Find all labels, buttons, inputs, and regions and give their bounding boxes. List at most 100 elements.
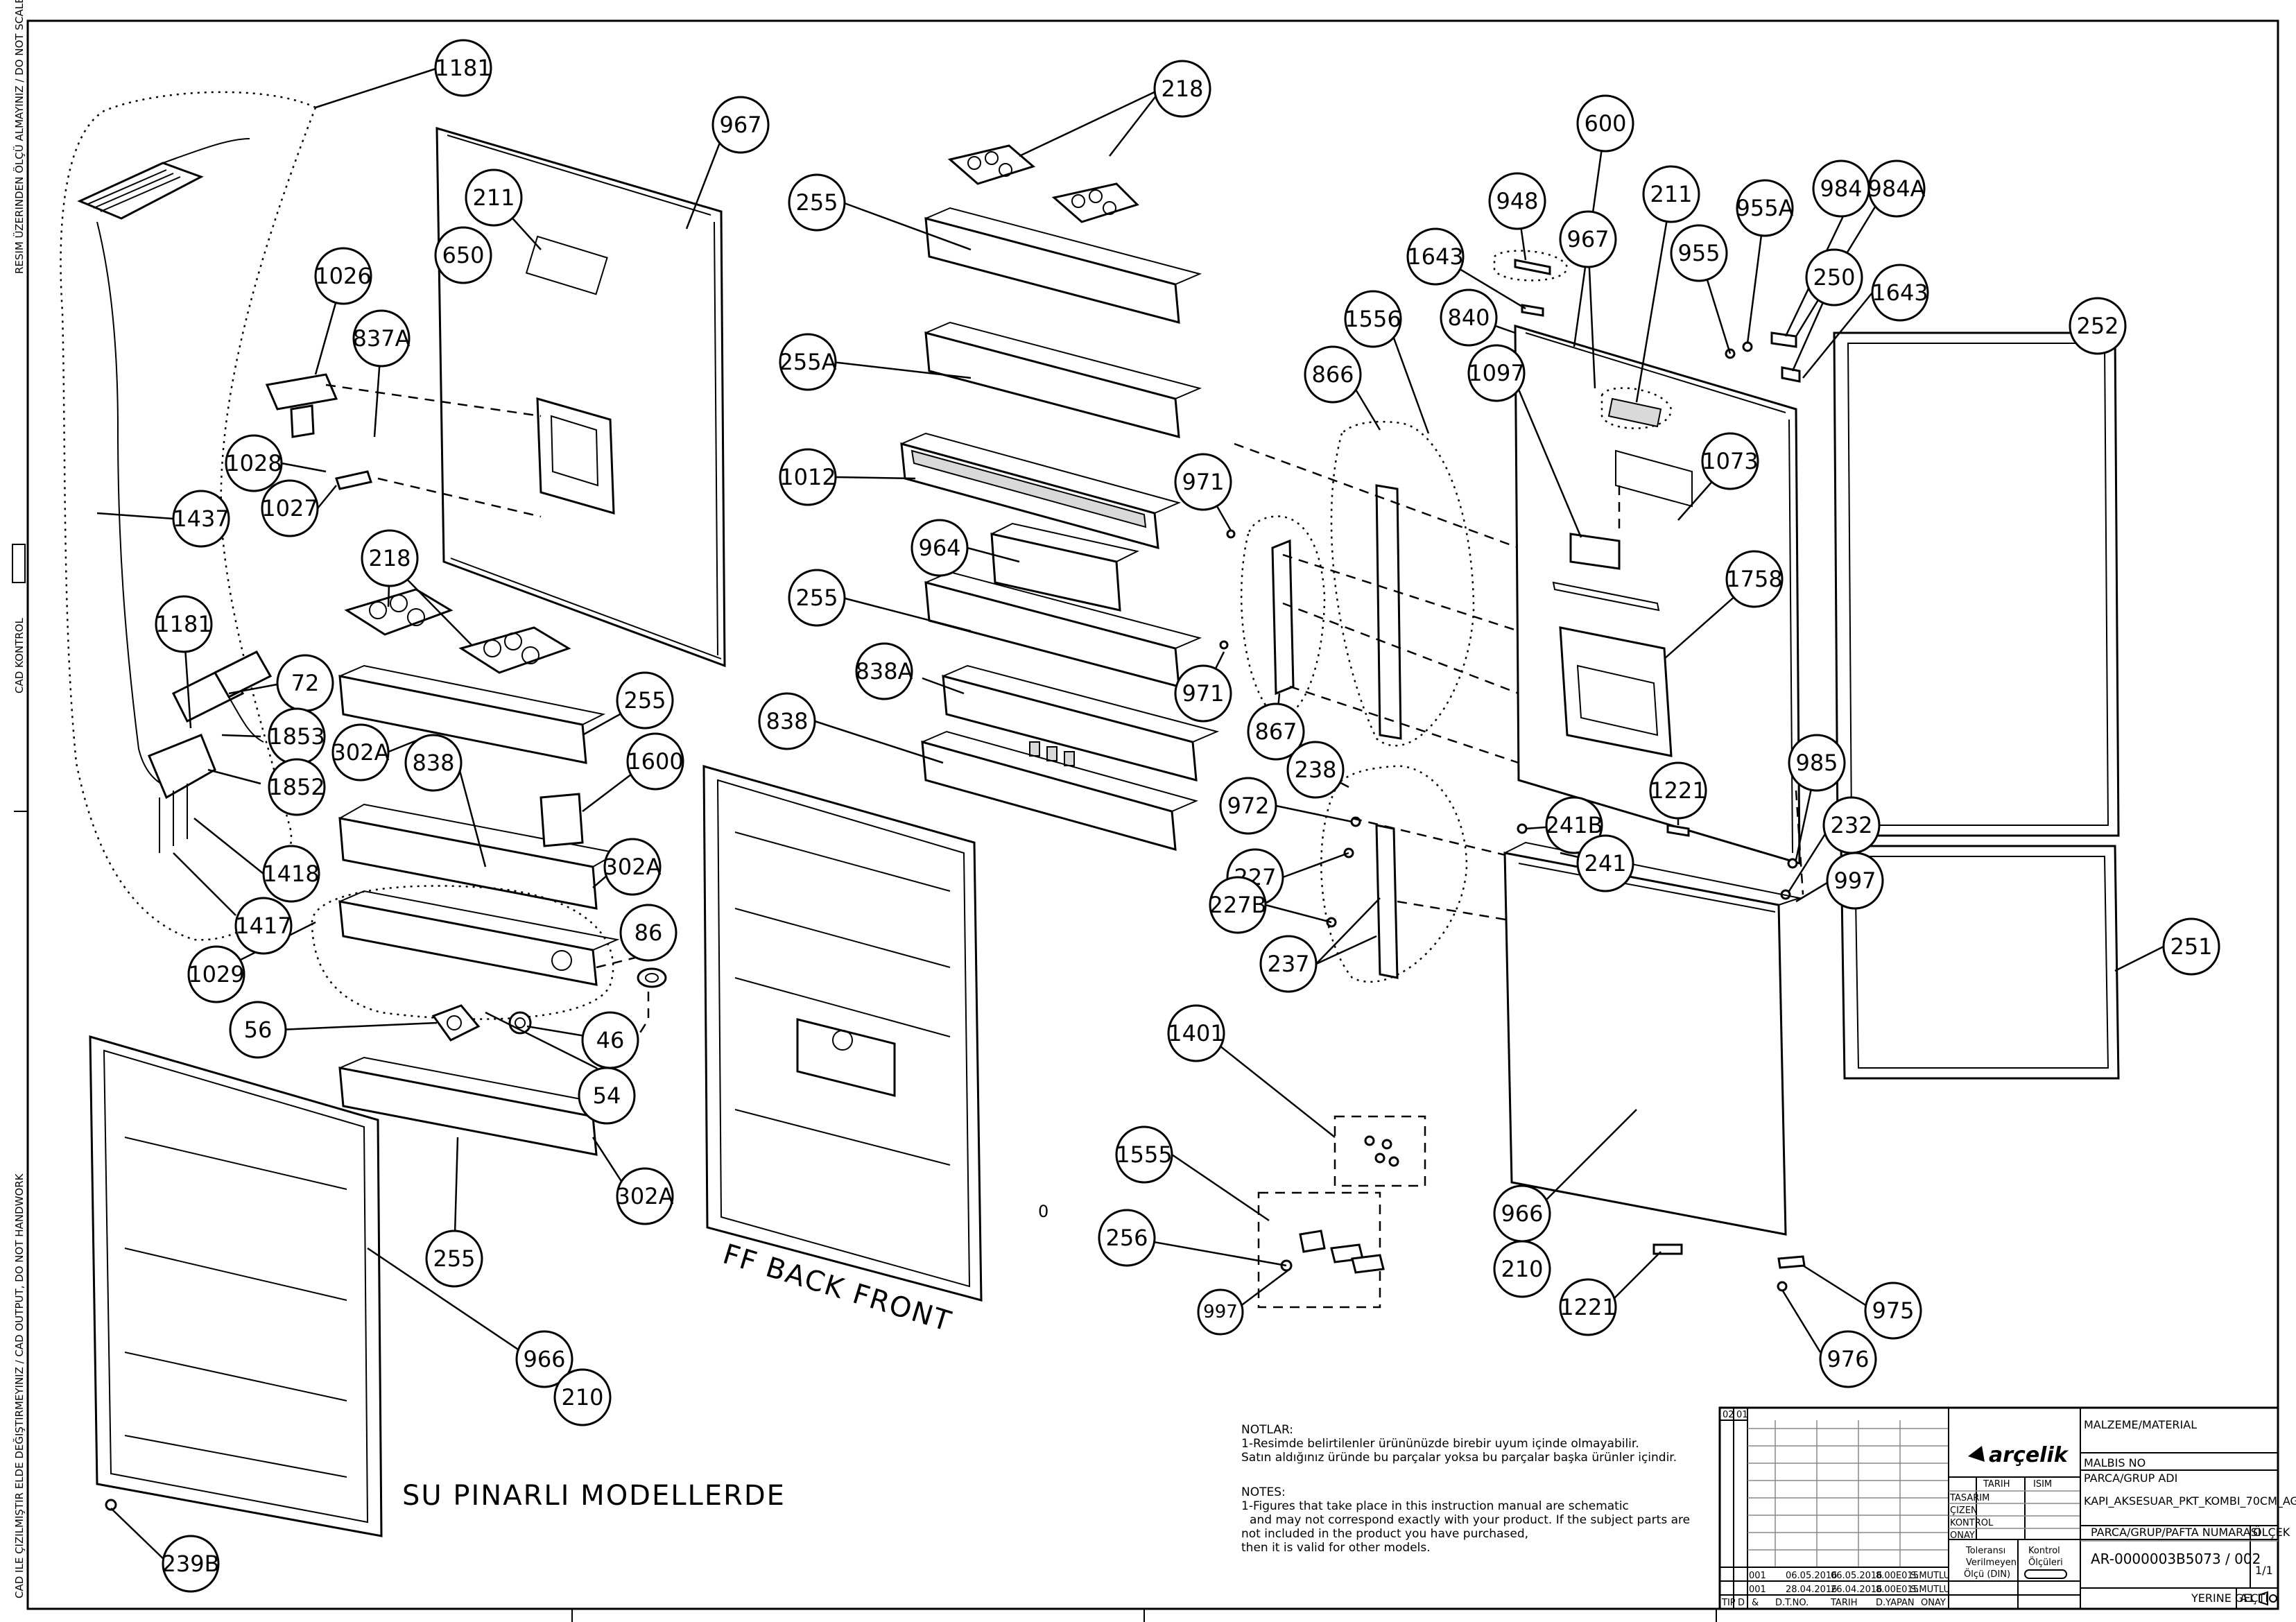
part-1221-handle-clip-lower xyxy=(1652,1243,1683,1255)
callout-1028: 1028 xyxy=(225,434,283,492)
callout-997-bottom: 997 xyxy=(1197,1288,1244,1336)
callout-971-lower: 971 xyxy=(1174,664,1232,723)
svg-text:PARCA/GRUP/PAFTA NUMARASI: PARCA/GRUP/PAFTA NUMARASI xyxy=(2091,1526,2261,1539)
svg-text:TASARIM: TASARIM xyxy=(1949,1493,1989,1503)
hinge-group-238-outline xyxy=(1320,765,1468,983)
assembly-dash-1026 xyxy=(325,383,542,518)
svg-text:001: 001 xyxy=(1749,1571,1766,1581)
svg-text:302A: 302A xyxy=(332,739,390,766)
svg-text:1417: 1417 xyxy=(235,913,291,939)
svg-text:and may not correspond exactly: and may not correspond exactly with your… xyxy=(1250,1513,1690,1527)
part-239B-screw xyxy=(105,1499,117,1511)
part-302A-door-shelf-bottom-left xyxy=(338,1056,620,1156)
svg-text:1401: 1401 xyxy=(1168,1020,1224,1046)
part-1758-dispenser-unit xyxy=(1559,626,1673,757)
callout-241B: 241B xyxy=(1545,796,1603,854)
hinge-group-867-outline xyxy=(1241,515,1326,717)
part-985-bush xyxy=(1787,858,1798,869)
callout-302A-mid-left: 302A xyxy=(603,838,662,896)
svg-text:PARCA/GRUP ADI: PARCA/GRUP ADI xyxy=(2084,1472,2177,1485)
callout-1600: 1600 xyxy=(626,732,684,791)
callout-1758: 1758 xyxy=(1725,550,1784,608)
callout-867: 867 xyxy=(1247,702,1305,761)
svg-text:232: 232 xyxy=(1830,812,1872,838)
callout-600: 600 xyxy=(1576,94,1634,153)
stray-zero-text: 0 xyxy=(1038,1202,1050,1221)
part-250-hinge-pin xyxy=(1781,366,1801,383)
callout-838A: 838A xyxy=(855,642,913,700)
svg-text:211: 211 xyxy=(472,184,515,211)
svg-text:302A: 302A xyxy=(616,1183,674,1209)
svg-text:955: 955 xyxy=(1677,240,1720,266)
callout-971-upper: 971 xyxy=(1174,453,1232,511)
part-838-shelf-center-bottom xyxy=(921,730,1199,852)
svg-text:256: 256 xyxy=(1105,1225,1148,1251)
margin-text-cad-control: CAD KONTROL xyxy=(13,618,26,693)
part-218-egg-tray-upper-1 xyxy=(947,144,1036,185)
svg-text:975: 975 xyxy=(1872,1297,1914,1324)
callout-72: 72 xyxy=(276,654,334,712)
svg-text:255: 255 xyxy=(623,687,666,714)
svg-text:8.00E015: 8.00E015 xyxy=(1876,1585,1919,1595)
svg-text:1181: 1181 xyxy=(435,55,491,81)
svg-text:86: 86 xyxy=(635,920,663,946)
svg-text:Toleransı: Toleransı xyxy=(1965,1546,2005,1556)
svg-text:867: 867 xyxy=(1254,718,1297,745)
svg-text:then it is valid for other mod: then it is valid for other models. xyxy=(1241,1541,1431,1555)
callout-255A: 255A xyxy=(779,333,837,391)
svg-text:255: 255 xyxy=(433,1245,475,1272)
callout-232: 232 xyxy=(1822,796,1881,854)
callout-255-left-bottom: 255 xyxy=(425,1230,483,1288)
harness-cable-1437 xyxy=(96,221,174,791)
water-group-outline xyxy=(311,885,614,1020)
svg-text:241B: 241B xyxy=(1545,812,1603,838)
svg-text:250: 250 xyxy=(1813,264,1855,291)
part-1221-handle-clip-upper xyxy=(1666,824,1690,837)
part-1555-hinge-kit xyxy=(1257,1191,1385,1309)
svg-text:255: 255 xyxy=(795,585,838,611)
callout-1643-left: 1643 xyxy=(1406,227,1465,286)
svg-text:06.05.2016: 06.05.2016 xyxy=(1786,1571,1837,1581)
harness-sensor-bracket xyxy=(77,138,250,220)
svg-text:28.04.2016: 28.04.2016 xyxy=(1786,1585,1837,1595)
svg-text:838A: 838A xyxy=(856,658,913,684)
callout-218-left: 218 xyxy=(361,529,419,587)
part-218-egg-tray-left-2 xyxy=(458,626,571,674)
svg-text:650: 650 xyxy=(442,242,484,268)
svg-text:976: 976 xyxy=(1827,1346,1869,1372)
svg-text:1437: 1437 xyxy=(173,506,229,532)
callout-838-center: 838 xyxy=(758,692,816,750)
svg-text:ÇIZEN: ÇIZEN xyxy=(1950,1505,1978,1516)
part-255-door-shelf-upper-left xyxy=(338,664,606,764)
part-1097-display-window xyxy=(1615,449,1693,508)
part-ff-back-front-door xyxy=(702,765,983,1302)
margin-text-scale: RESIM ÜZERINDEN ÖLÇÜ ALMAYINIZ / DO NOT … xyxy=(12,0,26,274)
svg-text:255A: 255A xyxy=(779,349,837,375)
svg-text:840: 840 xyxy=(1447,304,1490,331)
callout-1556: 1556 xyxy=(1344,290,1402,348)
part-966-freezer-door-right xyxy=(1503,841,1802,1236)
svg-text:YERINE GEÇTI: YERINE GEÇTI xyxy=(2191,1591,2268,1605)
svg-text:AR-0000003B5073 / 002: AR-0000003B5073 / 002 xyxy=(2091,1551,2261,1567)
svg-text:837A: 837A xyxy=(353,325,411,352)
svg-text:46: 46 xyxy=(596,1027,625,1053)
callout-984A: 984A xyxy=(1867,159,1926,218)
callout-1026: 1026 xyxy=(314,247,372,305)
svg-text:1643: 1643 xyxy=(1872,279,1928,306)
part-56-valve-body xyxy=(431,1004,481,1042)
callout-46: 46 xyxy=(581,1011,639,1069)
svg-text:Ölçü (DIN): Ölçü (DIN) xyxy=(1964,1568,2010,1580)
callout-302A-bottom-left: 302A xyxy=(616,1167,674,1225)
harness-connector-cluster xyxy=(148,650,273,853)
svg-text:1012: 1012 xyxy=(779,464,836,490)
part-251-gasket-lower xyxy=(1840,845,2120,1080)
callout-1418: 1418 xyxy=(262,845,320,903)
svg-text:1-Resimde belirtilenler ürünün: 1-Resimde belirtilenler ürününüzde bireb… xyxy=(1241,1437,1639,1451)
svg-text:TARIH: TARIH xyxy=(1983,1479,2010,1490)
arcelik-logo: arçelik xyxy=(1968,1443,2069,1467)
svg-text:arçelik: arçelik xyxy=(1989,1443,2069,1467)
callout-984: 984 xyxy=(1812,159,1870,218)
callout-966-right: 966 xyxy=(1493,1184,1551,1243)
svg-text:KAPI_AKSESUAR_PKT_KOMBI_70CM_A: KAPI_AKSESUAR_PKT_KOMBI_70CM_AG14 xyxy=(2084,1494,2296,1508)
